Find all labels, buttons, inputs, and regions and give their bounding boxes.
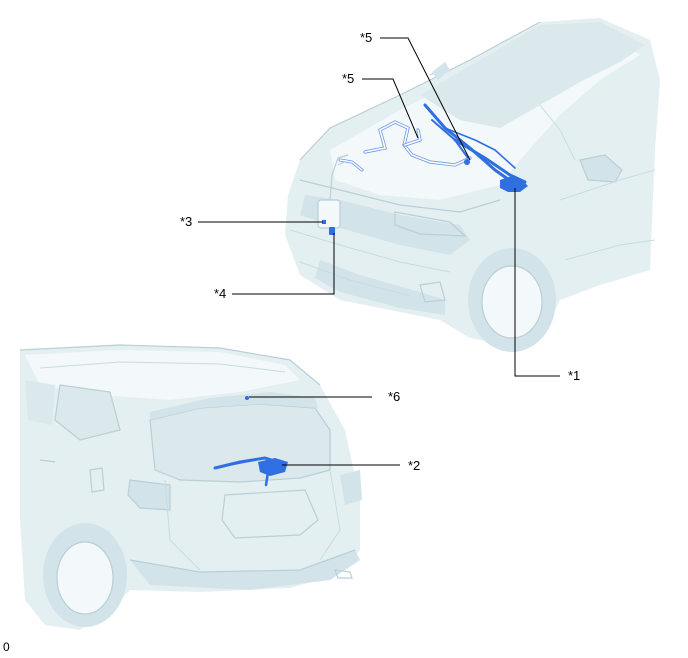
callout-1: *1	[568, 368, 580, 383]
washer-nozzle-icon	[464, 159, 470, 165]
rear-vehicle-illustration	[19, 344, 362, 630]
leader-line-4	[232, 233, 335, 295]
level-switch-icon	[322, 220, 326, 224]
callout-4: *4	[214, 286, 226, 301]
front-wiper-motor-icon	[500, 176, 528, 192]
rear-washer-nozzle-icon	[245, 396, 249, 400]
reference-code: 0	[3, 640, 10, 654]
callout-5-lower: *5	[342, 71, 354, 86]
callout-5-upper: *5	[360, 30, 372, 45]
callout-6: *6	[388, 389, 400, 404]
leader-line-1	[514, 188, 560, 377]
callout-labels: *5 *5 *3 *4 *1 *6 *2	[180, 30, 580, 473]
rear-wiper-icon	[213, 456, 288, 487]
leader-line-5-lower	[362, 78, 419, 139]
front-vehicle-illustration	[285, 18, 660, 352]
leader-line-5-upper	[380, 37, 471, 161]
callout-2: *2	[408, 458, 420, 473]
leader-lines	[198, 37, 560, 466]
callout-3: *3	[180, 214, 192, 229]
